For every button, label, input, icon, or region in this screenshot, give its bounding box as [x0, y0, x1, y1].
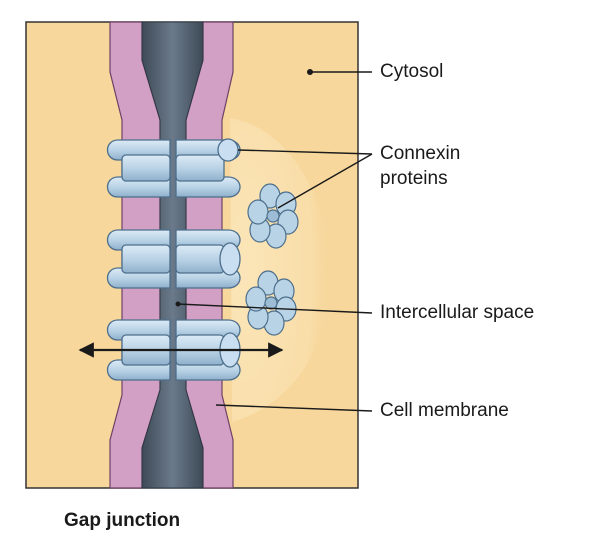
intercellular-space-label: Intercellular space — [380, 302, 535, 323]
connexin-label-line2: proteins — [380, 168, 448, 189]
intercellular-space — [141, 21, 204, 489]
space-pointer-dot — [175, 301, 181, 307]
leader-lines — [177, 71, 373, 412]
cell-membrane-label: Cell membrane — [380, 400, 509, 421]
cytosol-pointer-dot — [307, 69, 313, 75]
connexon-rosette-1 — [247, 183, 299, 249]
connexon-channel-2 — [106, 229, 241, 289]
connexin-label-line1: Connexin — [380, 143, 461, 164]
connexon-rosette-2 — [245, 270, 297, 336]
cytosol-label: Cytosol — [380, 61, 444, 82]
figure-caption: Gap junction — [64, 510, 181, 531]
connexon-channel-1 — [106, 138, 241, 198]
